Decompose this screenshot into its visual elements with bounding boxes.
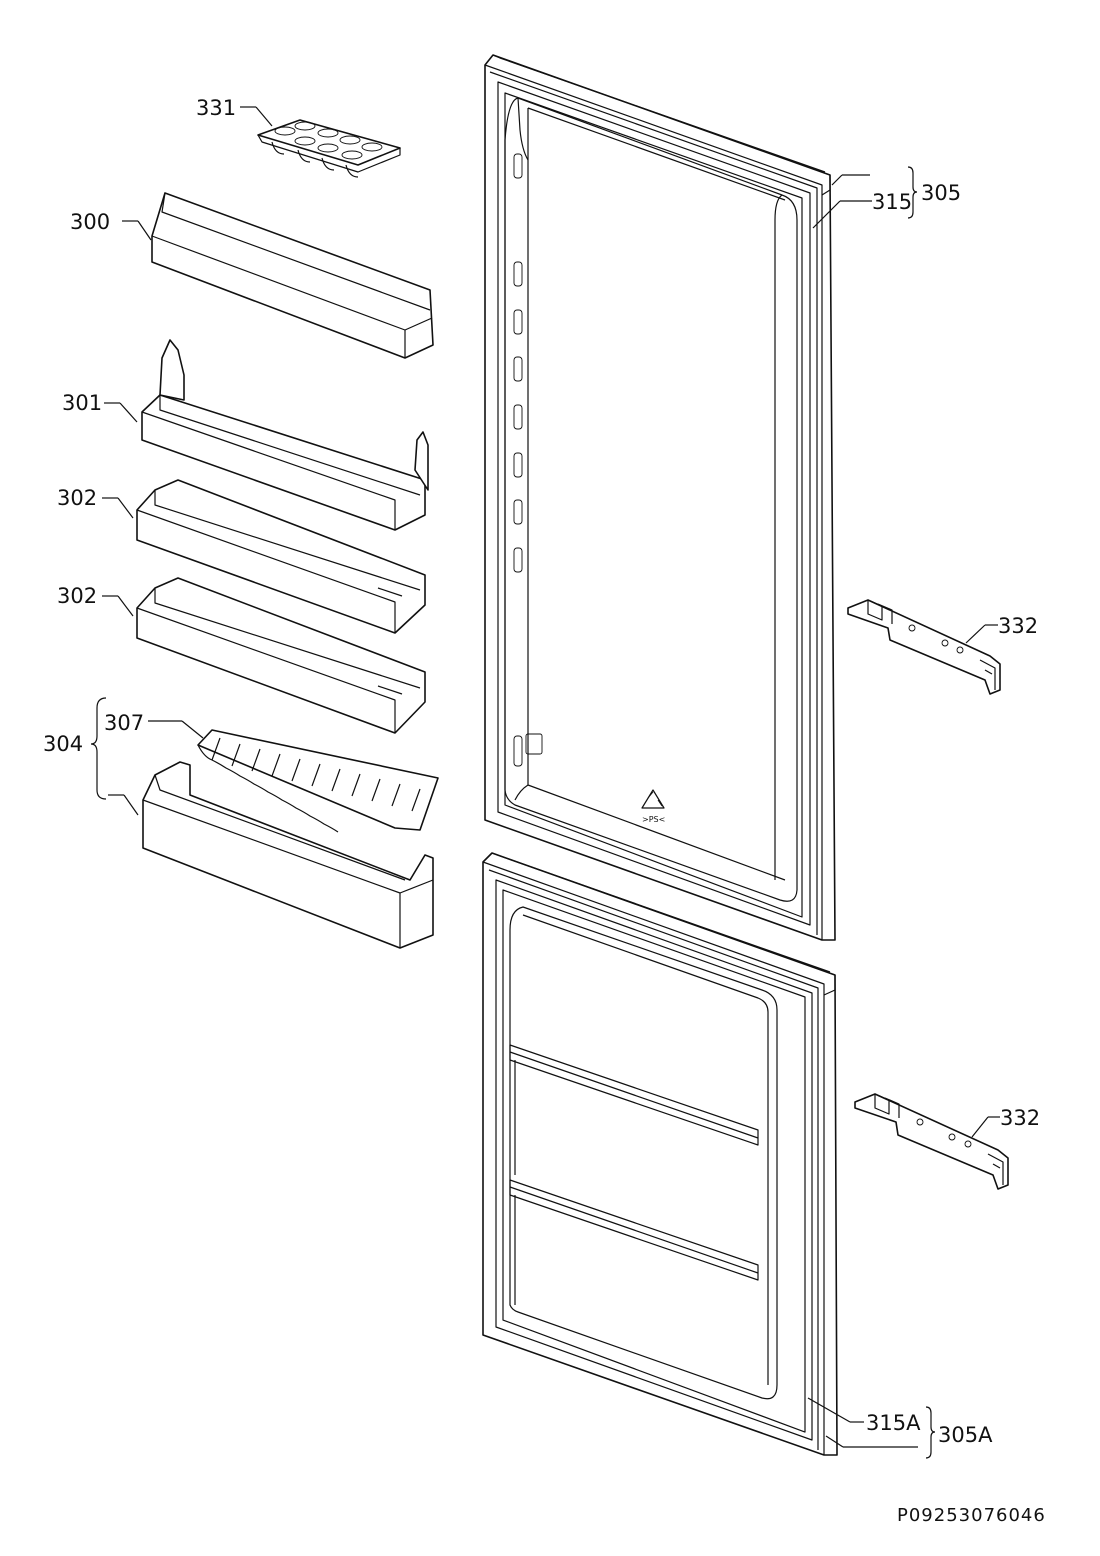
label-302-lower: 302	[57, 584, 97, 608]
brace-305A	[925, 1406, 936, 1459]
part-331-egg-tray	[257, 119, 401, 178]
part-332-hinge-lower	[854, 1093, 1009, 1190]
part-305-fridge-door: >PS<	[484, 54, 836, 941]
part-307-bottle-holder	[197, 729, 439, 833]
label-301: 301	[62, 391, 102, 415]
drawing-code: P09253076046	[897, 1505, 1046, 1526]
part-305A-freezer-door	[482, 852, 838, 1456]
part-302-door-shelf-lower	[136, 577, 426, 734]
recycle-icon: >PS<	[641, 789, 665, 824]
part-332-hinge-upper	[847, 599, 1001, 695]
label-305A: 305A	[938, 1423, 993, 1447]
svg-text:>PS<: >PS<	[642, 815, 665, 824]
label-315A: 315A	[866, 1411, 921, 1435]
brace-304	[90, 697, 107, 800]
label-304: 304	[43, 732, 83, 756]
part-302-door-shelf-upper	[136, 479, 426, 634]
label-332-lower: 332	[1000, 1106, 1040, 1130]
label-331: 331	[196, 96, 236, 120]
part-300-dairy-cover	[151, 192, 434, 359]
label-332-upper: 332	[998, 614, 1038, 638]
brace-305	[907, 166, 918, 219]
label-305: 305	[921, 181, 961, 205]
label-307: 307	[104, 711, 144, 735]
label-302-upper: 302	[57, 486, 97, 510]
label-300: 300	[70, 210, 110, 234]
part-301-door-shelf	[141, 339, 429, 531]
part-304-bottle-shelf	[142, 761, 434, 949]
shelf-slots	[513, 153, 543, 767]
label-315: 315	[872, 190, 912, 214]
